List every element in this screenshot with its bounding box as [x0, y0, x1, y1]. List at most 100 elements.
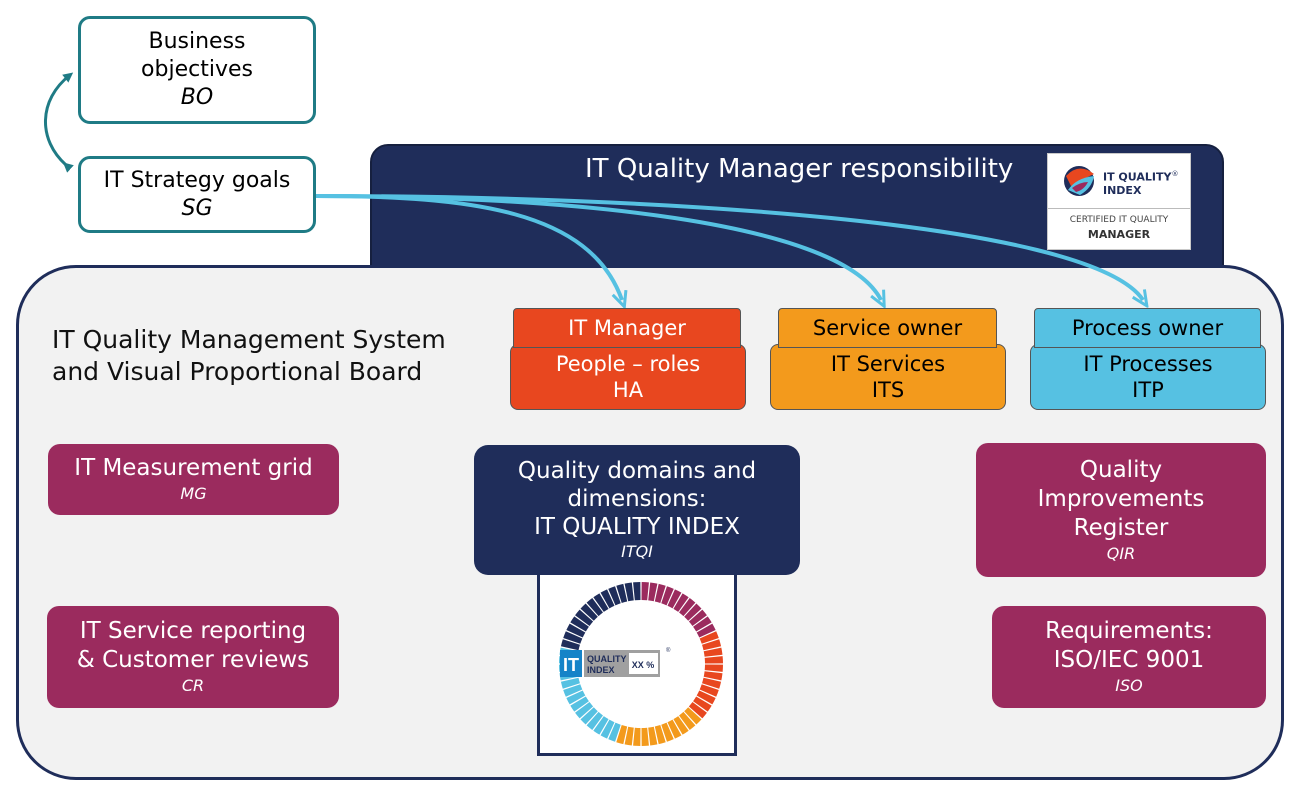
- wheel-segment: [699, 631, 719, 644]
- wheel-logo-line1: QUALITY: [587, 654, 627, 664]
- wheel-segment: [699, 684, 719, 697]
- qms-title-line2: and Visual Proportional Board: [52, 357, 423, 386]
- wheel-segment: [704, 656, 723, 664]
- wheel-segment: [600, 589, 615, 609]
- wheel-segment: [633, 582, 641, 601]
- wheel-segments: [559, 582, 723, 746]
- wheel-segment: [593, 593, 609, 612]
- wheel-segment: [696, 690, 716, 705]
- wheel-segment: [667, 589, 682, 609]
- wheel-segment: [702, 639, 722, 651]
- wheel-segment: [654, 725, 666, 745]
- role-body-it-processes: IT Processes ITP: [1030, 344, 1266, 410]
- role-tab-service-owner: Service owner: [778, 308, 997, 348]
- wheel-value: XX %: [632, 660, 655, 670]
- wheel-segment: [648, 582, 658, 602]
- wheel-segment: [570, 696, 589, 712]
- service-reporting-line2: & Customer reviews: [76, 647, 310, 673]
- wheel-segment: [575, 609, 594, 626]
- wheel-segment: [560, 639, 580, 651]
- wheel-segment: [673, 593, 689, 612]
- it-services-label: IT Services: [830, 352, 946, 376]
- qms-title-line1: IT Quality Management System: [52, 325, 446, 354]
- wheel-segment: [679, 598, 696, 617]
- badge-brand-line1: IT QUALITY: [1103, 170, 1172, 184]
- improvements-line1: Quality: [1079, 456, 1163, 483]
- quality-domains-box: Quality domains and dimensions: IT QUALI…: [474, 445, 800, 575]
- requirements-line2: ISO/IEC 9001: [1053, 647, 1205, 673]
- quality-improvements-register-box: Quality Improvements Register QIR: [976, 443, 1266, 577]
- badge-brand-line2: INDEX: [1103, 183, 1142, 197]
- wheel-segment: [563, 631, 583, 644]
- wheel-value-box: [629, 653, 658, 674]
- quality-domains-line2: dimensions:: [567, 486, 707, 512]
- people-roles-label: People – roles: [555, 352, 701, 376]
- wheel-segment: [633, 727, 641, 746]
- qms-title: IT Quality Management System and Visual …: [52, 324, 492, 388]
- wheel-segment: [641, 727, 649, 746]
- quality-index-wheel: IT QUALITY INDEX XX % ®: [559, 582, 723, 746]
- badge-brand-text: IT QUALITY® INDEX: [1103, 168, 1178, 197]
- wheel-segment: [684, 603, 702, 621]
- improvements-abbr: QIR: [1106, 543, 1136, 563]
- wheel-segment: [704, 664, 723, 672]
- wheel-segment: [693, 616, 712, 632]
- wheel-segment: [648, 726, 658, 746]
- it-processes-abbr: ITP: [1132, 378, 1164, 402]
- quality-manager-responsibility-title: IT Quality Manager responsibility: [585, 154, 1014, 184]
- wheel-logo-it: IT: [563, 655, 579, 675]
- wheel-segment: [586, 598, 603, 617]
- wheel-segment: [684, 707, 702, 725]
- wheel-segment: [679, 711, 696, 730]
- people-roles-abbr: HA: [612, 378, 644, 402]
- business-objectives-line1: Business: [148, 29, 246, 54]
- badge-registered-mark: ®: [1171, 170, 1179, 178]
- quality-domains-line1: Quality domains and: [517, 458, 757, 484]
- badge-certified-text: CERTIFIED IT QUALITY: [1069, 215, 1169, 225]
- quality-domains-abbr: ITQI: [621, 542, 653, 561]
- wheel-segment: [570, 616, 589, 632]
- it-processes-label: IT Processes: [1083, 352, 1213, 376]
- wheel-segment: [654, 583, 666, 603]
- wheel-segment: [703, 647, 723, 657]
- wheel-segment: [566, 690, 586, 705]
- wheel-segment: [575, 702, 594, 719]
- quality-domains-line3: IT QUALITY INDEX: [534, 514, 740, 540]
- service-reporting-abbr: CR: [181, 676, 205, 695]
- certified-manager-badge: IT QUALITY® INDEX CERTIFIED IT QUALITY M…: [1047, 153, 1191, 250]
- service-reporting-line1: IT Service reporting: [79, 618, 307, 644]
- wheel-segment: [703, 671, 723, 681]
- role-body-people-roles: People – roles HA: [510, 344, 746, 410]
- wheel-logo-line2: INDEX: [587, 665, 615, 675]
- wheel-registered-mark: ®: [666, 647, 671, 654]
- measurement-grid-label: IT Measurement grid: [74, 455, 313, 481]
- wheel-segment: [696, 623, 716, 638]
- wheel-segment: [624, 582, 634, 602]
- wheel-segment: [586, 711, 603, 730]
- requirements-box: Requirements: ISO/IEC 9001 ISO: [992, 606, 1266, 708]
- improvements-line3: Register: [1073, 514, 1169, 541]
- wheel-segment: [616, 583, 628, 603]
- wheel-segment: [661, 722, 674, 742]
- wheel-segment: [641, 582, 649, 601]
- wheel-segment: [600, 719, 615, 739]
- wheel-segment: [673, 716, 689, 735]
- wheel-segment: [693, 696, 712, 712]
- requirements-line1: Requirements:: [1045, 618, 1213, 644]
- wheel-segment: [593, 716, 609, 735]
- badge-top-section: IT QUALITY® INDEX: [1048, 154, 1190, 209]
- wheel-segment: [580, 603, 598, 621]
- wheel-segment: [616, 725, 628, 745]
- wheel-segment: [688, 609, 707, 626]
- role-tab-process-owner: Process owner: [1034, 308, 1261, 348]
- it-services-abbr: ITS: [871, 378, 905, 402]
- business-objectives-line2: objectives: [141, 57, 253, 82]
- requirements-abbr: ISO: [1115, 676, 1143, 695]
- wheel-segment: [563, 684, 583, 697]
- wheel-segment: [661, 586, 674, 606]
- measurement-grid-abbr: MG: [180, 484, 207, 503]
- wheel-segment: [580, 707, 598, 725]
- business-objectives-box: Business objectives BO: [78, 16, 316, 124]
- role-tab-it-manager: IT Manager: [513, 308, 741, 348]
- measurement-grid-box: IT Measurement grid MG: [48, 444, 339, 515]
